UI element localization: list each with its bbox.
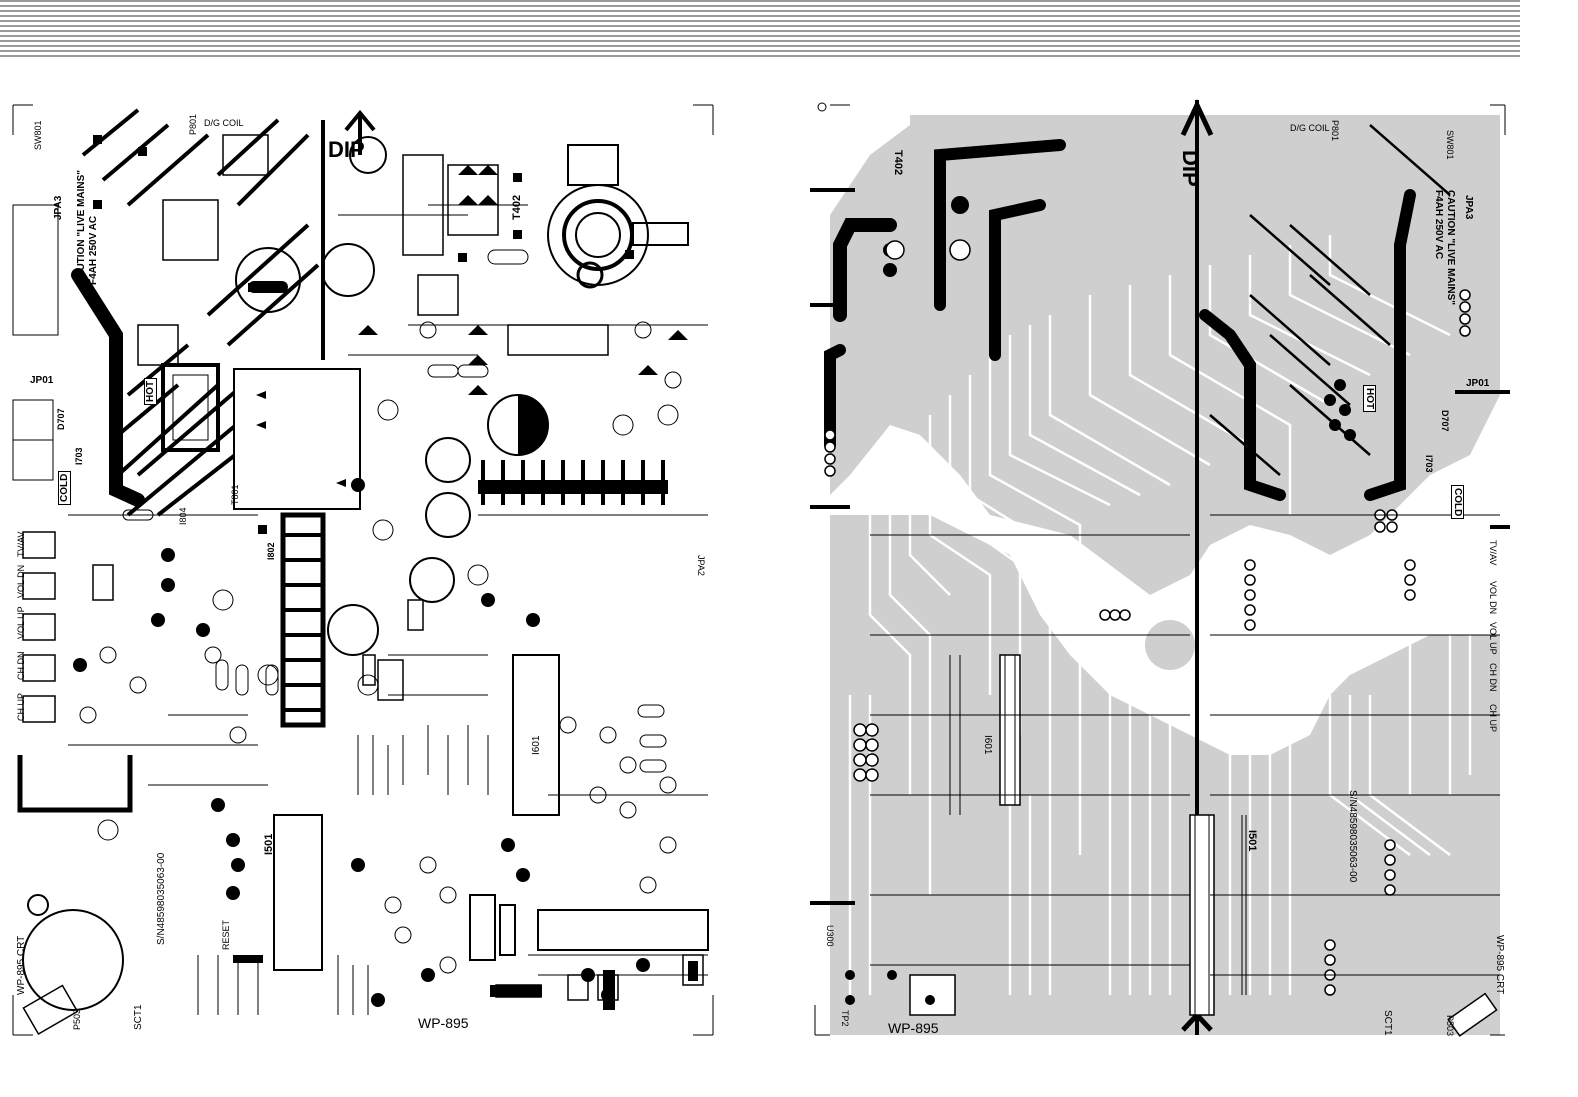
- solder-side-layout: DIP WP-895 CAUTION "LIVE MAINS" F4AH 250…: [810, 95, 1510, 1045]
- cold-label: COLD: [58, 470, 71, 505]
- solder-i601-label: I601: [982, 735, 993, 755]
- solder-t402-label: T402: [892, 150, 904, 176]
- key-ch-up: CH UP: [16, 692, 26, 721]
- solder-hot-label: HOT: [1363, 385, 1376, 413]
- header-stripes: [0, 0, 1520, 58]
- solder-p801-label: P801: [1330, 120, 1340, 142]
- solder-jp01-label: JP01: [1466, 378, 1490, 389]
- t402-label: T402: [511, 194, 523, 220]
- component-side-layout: DIP WP-895 CAUTION "LIVE MAINS" F4AH 250…: [8, 95, 718, 1045]
- solder-side-drawing: [810, 99, 1510, 1037]
- solder-key-vol-up: VOL UP: [1488, 622, 1498, 655]
- dip-label: DIP: [328, 137, 365, 162]
- solder-model-label: WP-895: [888, 1020, 939, 1036]
- solder-sw801-label: SW801: [1445, 130, 1455, 160]
- i802-label: I802: [266, 542, 276, 560]
- solder-serial-label: S/N48598035063-00: [1347, 790, 1358, 883]
- d707-label: D707: [56, 408, 66, 430]
- solder-p503-label: P503: [1445, 1015, 1455, 1037]
- jpa3-label: JPA3: [53, 195, 64, 220]
- model-label: WP-895: [418, 1015, 469, 1031]
- solder-caution-line-2: F4AH 250V AC: [1433, 190, 1444, 260]
- reset-label: RESET: [221, 919, 231, 950]
- solder-caution-line-1: CAUTION "LIVE MAINS": [1445, 190, 1456, 306]
- i703-label: I703: [74, 447, 84, 465]
- solder-dg-coil-label: D/G COIL: [1290, 123, 1330, 133]
- serial-label: S/N48598035063-00: [156, 852, 167, 945]
- i804-label: I804: [178, 507, 188, 525]
- dg-coil-label: D/G COIL: [204, 118, 244, 128]
- solder-tp2-label: TP2: [840, 1010, 850, 1027]
- solder-cold-label: COLD: [1451, 485, 1464, 520]
- solder-i501-label: I501: [1246, 830, 1258, 852]
- caution-line-2: F4AH 250V AC: [88, 215, 99, 285]
- sct1-label: SCT1: [133, 1004, 144, 1030]
- solder-caution-text: CAUTION "LIVE MAINS" F4AH 250V AC: [1432, 190, 1456, 305]
- solder-sct1-label: SCT1: [1382, 1010, 1393, 1036]
- solder-jpa3-label: JPA3: [1463, 195, 1474, 220]
- key-tv-av: TV/AV: [16, 531, 26, 557]
- t801-label: T801: [230, 484, 240, 505]
- solder-key-ch-dn: CH DN: [1488, 663, 1498, 692]
- solder-dip-label: DIP: [1178, 150, 1203, 187]
- key-vol-dn: VOL DN: [16, 564, 26, 598]
- jp01-label: JP01: [30, 375, 54, 386]
- p801-label: P801: [188, 113, 198, 135]
- crt-label: WP-895 CRT: [16, 935, 27, 995]
- key-ch-dn: CH DN: [16, 651, 26, 681]
- key-vol-up: VOL UP: [16, 606, 26, 639]
- solder-i703-label: I703: [1424, 455, 1434, 473]
- component-side-drawing: [12, 104, 714, 1036]
- solder-u300-label: U300: [825, 925, 835, 947]
- caution-text: CAUTION "LIVE MAINS" F4AH 250V AC: [76, 170, 100, 285]
- caution-line-1: CAUTION "LIVE MAINS": [76, 169, 87, 285]
- i601-label: I601: [531, 735, 542, 755]
- hot-label: HOT: [144, 377, 157, 405]
- solder-key-vol-dn: VOL DN: [1488, 581, 1498, 615]
- solder-key-tv-av: TV/AV: [1488, 540, 1498, 566]
- sw801-label: SW801: [33, 120, 43, 150]
- solder-key-ch-up: CH UP: [1488, 704, 1498, 733]
- solder-crt-label: WP-895 CRT: [1494, 935, 1505, 995]
- p503-label: P503: [72, 1008, 82, 1030]
- i501-label: I501: [263, 833, 275, 855]
- solder-d707-label: D707: [1440, 410, 1450, 432]
- jpa2-label: JPA2: [696, 555, 706, 576]
